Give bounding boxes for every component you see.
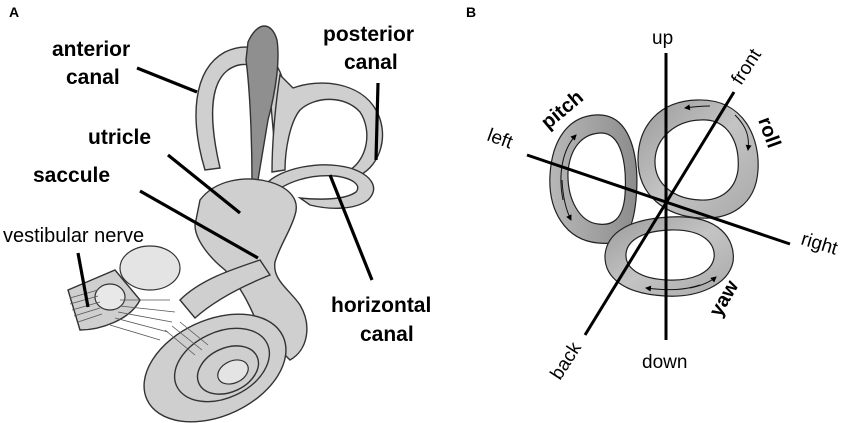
- panel-a: A: [3, 4, 431, 423]
- label-vestibular-nerve: vestibular nerve: [3, 225, 144, 247]
- leader-anterior-canal: [136, 66, 198, 94]
- duct-shape: [179, 259, 272, 320]
- roll-ring: [637, 99, 759, 219]
- axis-front-back: [583, 91, 736, 336]
- panel-a-letter: A: [9, 4, 19, 20]
- label-posterior-canal-line1: posterior: [323, 23, 414, 46]
- leader-vestibular-nerve: [76, 252, 90, 308]
- nerve-bundle: [67, 269, 209, 356]
- label-anterior-canal-line1: anterior: [52, 38, 130, 61]
- common-crus-shape: [245, 25, 279, 183]
- leader-posterior-canal: [374, 82, 380, 161]
- label-horizontal-canal-line2: canal: [360, 323, 414, 346]
- label-anterior-canal-line2: canal: [66, 66, 120, 89]
- axis-label-down: down: [642, 352, 687, 373]
- leader-utricle: [166, 153, 242, 215]
- panel-b: B up down left right front back: [466, 4, 841, 384]
- label-utricle: utricle: [88, 126, 151, 149]
- saccule-vesicle: [119, 245, 181, 291]
- leader-horizontal-canal: [328, 174, 374, 281]
- panel-b-letter: B: [466, 4, 476, 20]
- label-horizontal-canal-line1: horizontal: [331, 294, 431, 317]
- axis-label-right: right: [799, 229, 841, 260]
- posterior-canal-shape: [271, 73, 384, 176]
- pitch-ring: [549, 114, 638, 244]
- yaw-ring: [604, 216, 734, 297]
- axis-label-up: up: [652, 28, 673, 49]
- rotation-label-roll: roll: [753, 114, 784, 151]
- axis-label-back: back: [547, 338, 587, 384]
- label-saccule: saccule: [33, 164, 110, 187]
- axis-label-left: left: [484, 125, 516, 154]
- leader-saccule: [139, 189, 259, 260]
- label-posterior-canal-line2: canal: [344, 51, 398, 74]
- axis-label-front: front: [728, 45, 767, 89]
- axis-left-right: [526, 153, 791, 246]
- inner-ear-illustration: [67, 25, 384, 423]
- horizontal-canal-shape: [264, 164, 375, 209]
